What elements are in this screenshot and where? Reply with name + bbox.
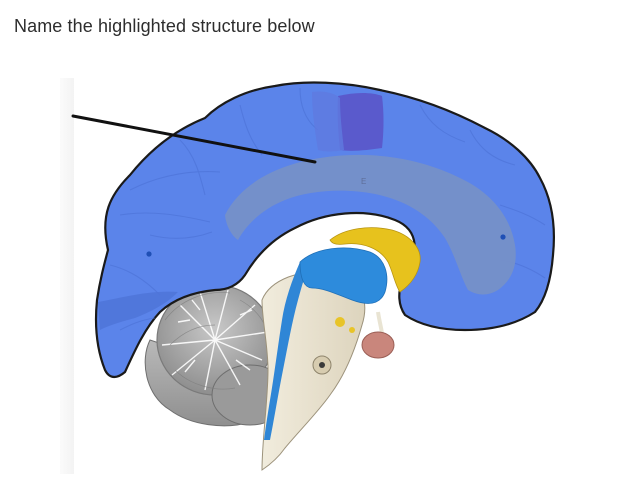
structure-letter: E (361, 177, 366, 186)
gyri-lines (109, 87, 546, 331)
corpus-callosum (329, 227, 421, 293)
occipital-stripe (98, 291, 178, 330)
pointer-line (71, 114, 317, 164)
figure-left-edge (60, 78, 74, 474)
cortex-dot-left (146, 251, 152, 257)
question-prompt: Name the highlighted structure below (14, 16, 315, 36)
small-node (349, 327, 355, 333)
paracentral-patch (337, 93, 384, 151)
third-ventricle (299, 247, 388, 304)
highlighted-structure (225, 154, 516, 295)
cortex-dot-right (500, 234, 506, 240)
mammillary-node (335, 317, 345, 327)
cerebral-cortex (94, 81, 556, 379)
pituitary (361, 311, 395, 359)
paracentral-band (312, 91, 344, 152)
brainstem-dot (319, 362, 325, 368)
ventricle-canal (264, 262, 310, 440)
